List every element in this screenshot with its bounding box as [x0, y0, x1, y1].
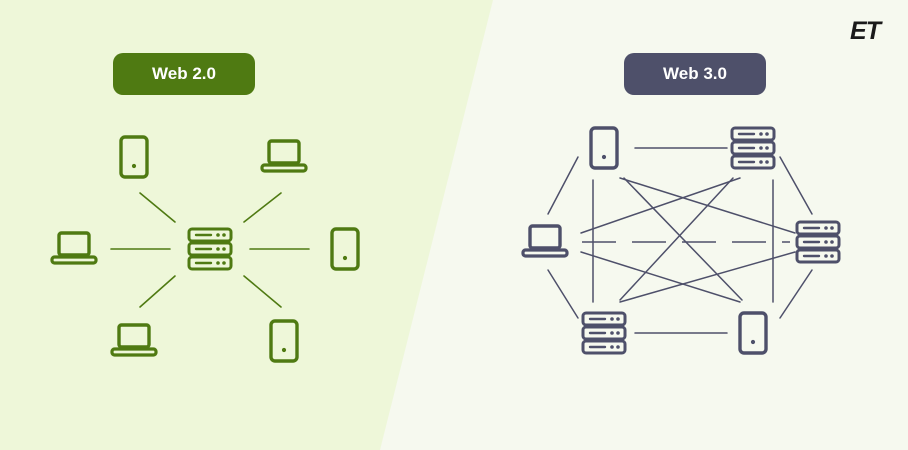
server-icon: [187, 227, 233, 271]
connection-line: [547, 156, 579, 215]
laptop-icon: [110, 323, 158, 357]
server-icon: [730, 126, 776, 170]
connection-line: [139, 275, 176, 308]
server-icon: [581, 311, 627, 355]
connection-line: [243, 192, 282, 223]
laptop-icon: [50, 231, 98, 265]
phone-icon: [330, 227, 360, 271]
connection-line: [139, 192, 176, 223]
connection-line: [619, 251, 796, 303]
phone-icon: [119, 135, 149, 179]
connection-line: [619, 177, 796, 234]
et-logo: ET: [850, 16, 881, 45]
server-icon: [795, 220, 841, 264]
phone-icon: [738, 311, 768, 355]
web2-background: [0, 0, 493, 450]
web3-title: Web 3.0: [624, 53, 766, 95]
web2-title: Web 2.0: [113, 53, 255, 95]
laptop-icon: [521, 224, 569, 258]
connection-line: [779, 269, 813, 319]
connection-line: [243, 275, 282, 308]
web2-network: [50, 135, 360, 363]
phone-icon: [589, 126, 619, 170]
connection-line: [779, 156, 813, 215]
web3-network: [521, 126, 841, 355]
connection-line: [580, 177, 741, 234]
connection-line: [580, 251, 741, 303]
connection-line: [619, 177, 734, 301]
phone-icon: [269, 319, 299, 363]
connection-line: [623, 177, 743, 301]
connection-line: [547, 269, 579, 319]
laptop-icon: [260, 139, 308, 173]
